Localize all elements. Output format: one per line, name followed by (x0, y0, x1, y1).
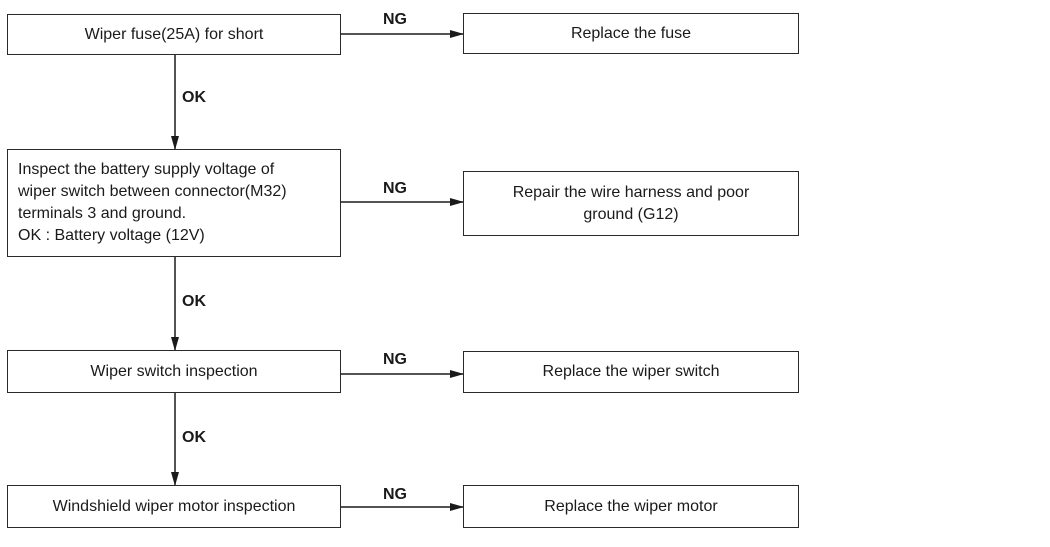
check-box-wiper-switch: Wiper switch inspection (7, 350, 341, 393)
check-text-1: Wiper fuse(25A) for short (84, 25, 264, 43)
action-text-3: Replace the wiper switch (542, 363, 720, 380)
action-box-replace-motor: Replace the wiper motor (463, 485, 799, 528)
ok-label-3: OK (182, 429, 206, 446)
action-box-repair-harness: Repair the wire harness and poor ground … (463, 171, 799, 236)
ok-label-1: OK (182, 89, 206, 106)
action-text-4: Replace the wiper motor (544, 497, 718, 515)
ng-label-1: NG (383, 11, 407, 28)
ng-label-4: NG (383, 486, 407, 503)
check-box-battery-voltage: Inspect the battery supply voltage of wi… (7, 149, 341, 257)
ng-label-2: NG (383, 180, 407, 197)
check-box-wiper-motor: Windshield wiper motor inspection (7, 485, 341, 528)
action-text-2: Repair the wire harness and poor ground … (512, 183, 750, 223)
check-text-2: Inspect the battery supply voltage of wi… (18, 161, 287, 244)
ng-label-3: NG (383, 351, 407, 368)
check-text-4: Windshield wiper motor inspection (52, 497, 296, 515)
action-text-1: Replace the fuse (570, 24, 692, 42)
check-text-3: Wiper switch inspection (90, 362, 258, 380)
action-box-replace-fuse: Replace the fuse (463, 13, 799, 54)
check-box-wiper-fuse: Wiper fuse(25A) for short (7, 14, 341, 55)
action-box-replace-switch: Replace the wiper switch (463, 351, 799, 393)
ok-label-2: OK (182, 293, 206, 310)
